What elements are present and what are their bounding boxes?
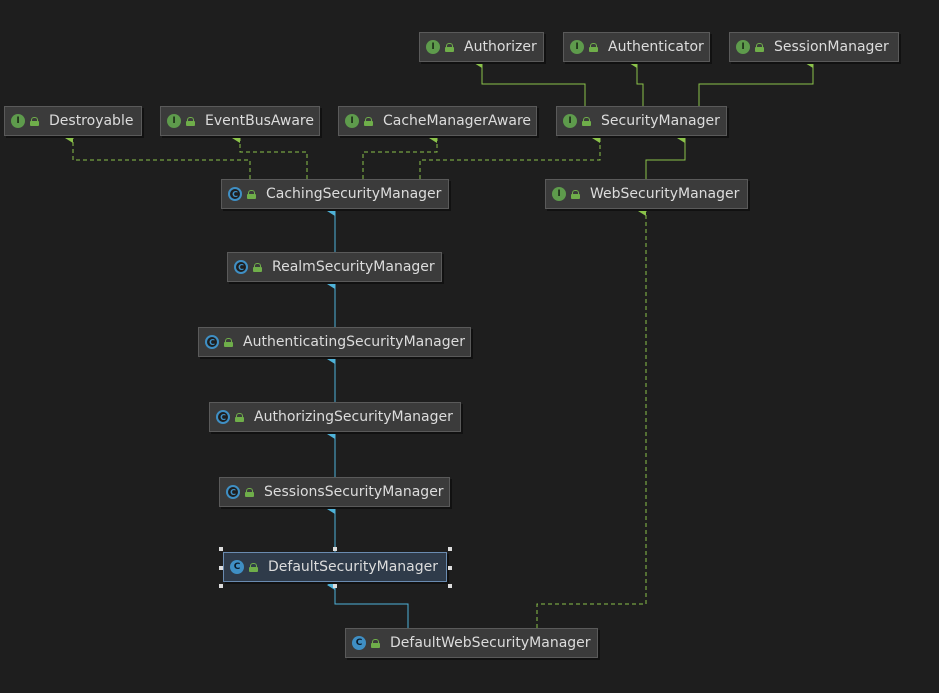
lock-icon (245, 487, 254, 497)
node-cachemanageraware[interactable]: I CacheManagerAware (338, 106, 537, 136)
lock-icon (186, 116, 195, 126)
node-label: CacheManagerAware (383, 113, 532, 129)
node-authenticatingsecuritymanager[interactable]: C AuthenticatingSecurityManager (198, 327, 471, 357)
edge-defaultweb-default (327, 580, 409, 628)
edge-caching-securitymanager (419, 133, 601, 179)
node-authenticator[interactable]: I Authenticator (563, 32, 710, 62)
selection-handle[interactable] (219, 566, 223, 570)
node-label: EventBusAware (205, 113, 314, 129)
node-defaultsecuritymanager[interactable]: C DefaultSecurityManager (223, 552, 447, 582)
interface-icon: I (736, 40, 750, 54)
class-icon: C (230, 560, 244, 574)
edge-securitymanager-authenticator (629, 58, 644, 106)
abstract-class-icon: C (228, 187, 242, 201)
edge-caching-cachemanageraware (362, 133, 438, 179)
node-cachingsecuritymanager[interactable]: C CachingSecurityManager (221, 179, 449, 209)
edge-websecuritymanager-securitymanager (645, 133, 686, 179)
node-securitymanager[interactable]: I SecurityManager (556, 106, 727, 136)
node-label: Destroyable (49, 113, 134, 129)
abstract-class-icon: C (234, 260, 248, 274)
node-sessionssecuritymanager[interactable]: C SessionsSecurityManager (219, 477, 450, 507)
interface-icon: I (563, 114, 577, 128)
lock-icon (224, 337, 233, 347)
node-label: SessionsSecurityManager (264, 484, 444, 500)
interface-icon: I (11, 114, 25, 128)
node-realmsecuritymanager[interactable]: C RealmSecurityManager (227, 252, 442, 282)
node-label: SessionManager (774, 39, 889, 55)
lock-icon (755, 42, 764, 52)
class-icon: C (352, 636, 366, 650)
selection-handle[interactable] (448, 584, 452, 588)
lock-icon (30, 116, 39, 126)
edge-caching-eventbusaware (232, 133, 308, 179)
lock-icon (249, 562, 258, 572)
lock-icon (364, 116, 373, 126)
lock-icon (253, 262, 262, 272)
edge-securitymanager-authorizer (474, 58, 586, 106)
abstract-class-icon: C (226, 485, 240, 499)
lock-icon (235, 412, 244, 422)
node-label: DefaultWebSecurityManager (390, 635, 591, 651)
lock-icon (589, 42, 598, 52)
selection-handle[interactable] (333, 584, 337, 588)
node-authorizingsecuritymanager[interactable]: C AuthorizingSecurityManager (209, 402, 461, 432)
lock-icon (247, 189, 256, 199)
node-label: Authorizer (464, 39, 537, 55)
selection-handle[interactable] (333, 547, 337, 551)
edge-defaultweb-websecuritymanager (536, 206, 647, 628)
interface-icon: I (345, 114, 359, 128)
node-label: WebSecurityManager (590, 186, 740, 202)
interface-icon: I (570, 40, 584, 54)
edge-securitymanager-sessionmanager (698, 58, 814, 106)
node-label: DefaultSecurityManager (268, 559, 439, 575)
selection-handle[interactable] (219, 547, 223, 551)
node-websecuritymanager[interactable]: I WebSecurityManager (545, 179, 748, 209)
edge-caching-destroyable (65, 133, 251, 179)
interface-icon: I (426, 40, 440, 54)
node-label: SecurityManager (601, 113, 720, 129)
interface-icon: I (552, 187, 566, 201)
node-label: Authenticator (608, 39, 704, 55)
lock-icon (445, 42, 454, 52)
selection-handle[interactable] (219, 584, 223, 588)
node-label: AuthorizingSecurityManager (254, 409, 453, 425)
lock-icon (371, 638, 380, 648)
node-label: RealmSecurityManager (272, 259, 435, 275)
node-destroyable[interactable]: I Destroyable (4, 106, 142, 136)
lock-icon (571, 189, 580, 199)
selection-handle[interactable] (448, 547, 452, 551)
node-eventbusaware[interactable]: I EventBusAware (160, 106, 320, 136)
interface-icon: I (167, 114, 181, 128)
node-label: CachingSecurityManager (266, 186, 442, 202)
node-authorizer[interactable]: I Authorizer (419, 32, 544, 62)
node-defaultwebsecuritymanager[interactable]: C DefaultWebSecurityManager (345, 628, 598, 658)
selection-handle[interactable] (448, 566, 452, 570)
node-label: AuthenticatingSecurityManager (243, 334, 465, 350)
node-sessionmanager[interactable]: I SessionManager (729, 32, 899, 62)
abstract-class-icon: C (205, 335, 219, 349)
abstract-class-icon: C (216, 410, 230, 424)
lock-icon (582, 116, 591, 126)
